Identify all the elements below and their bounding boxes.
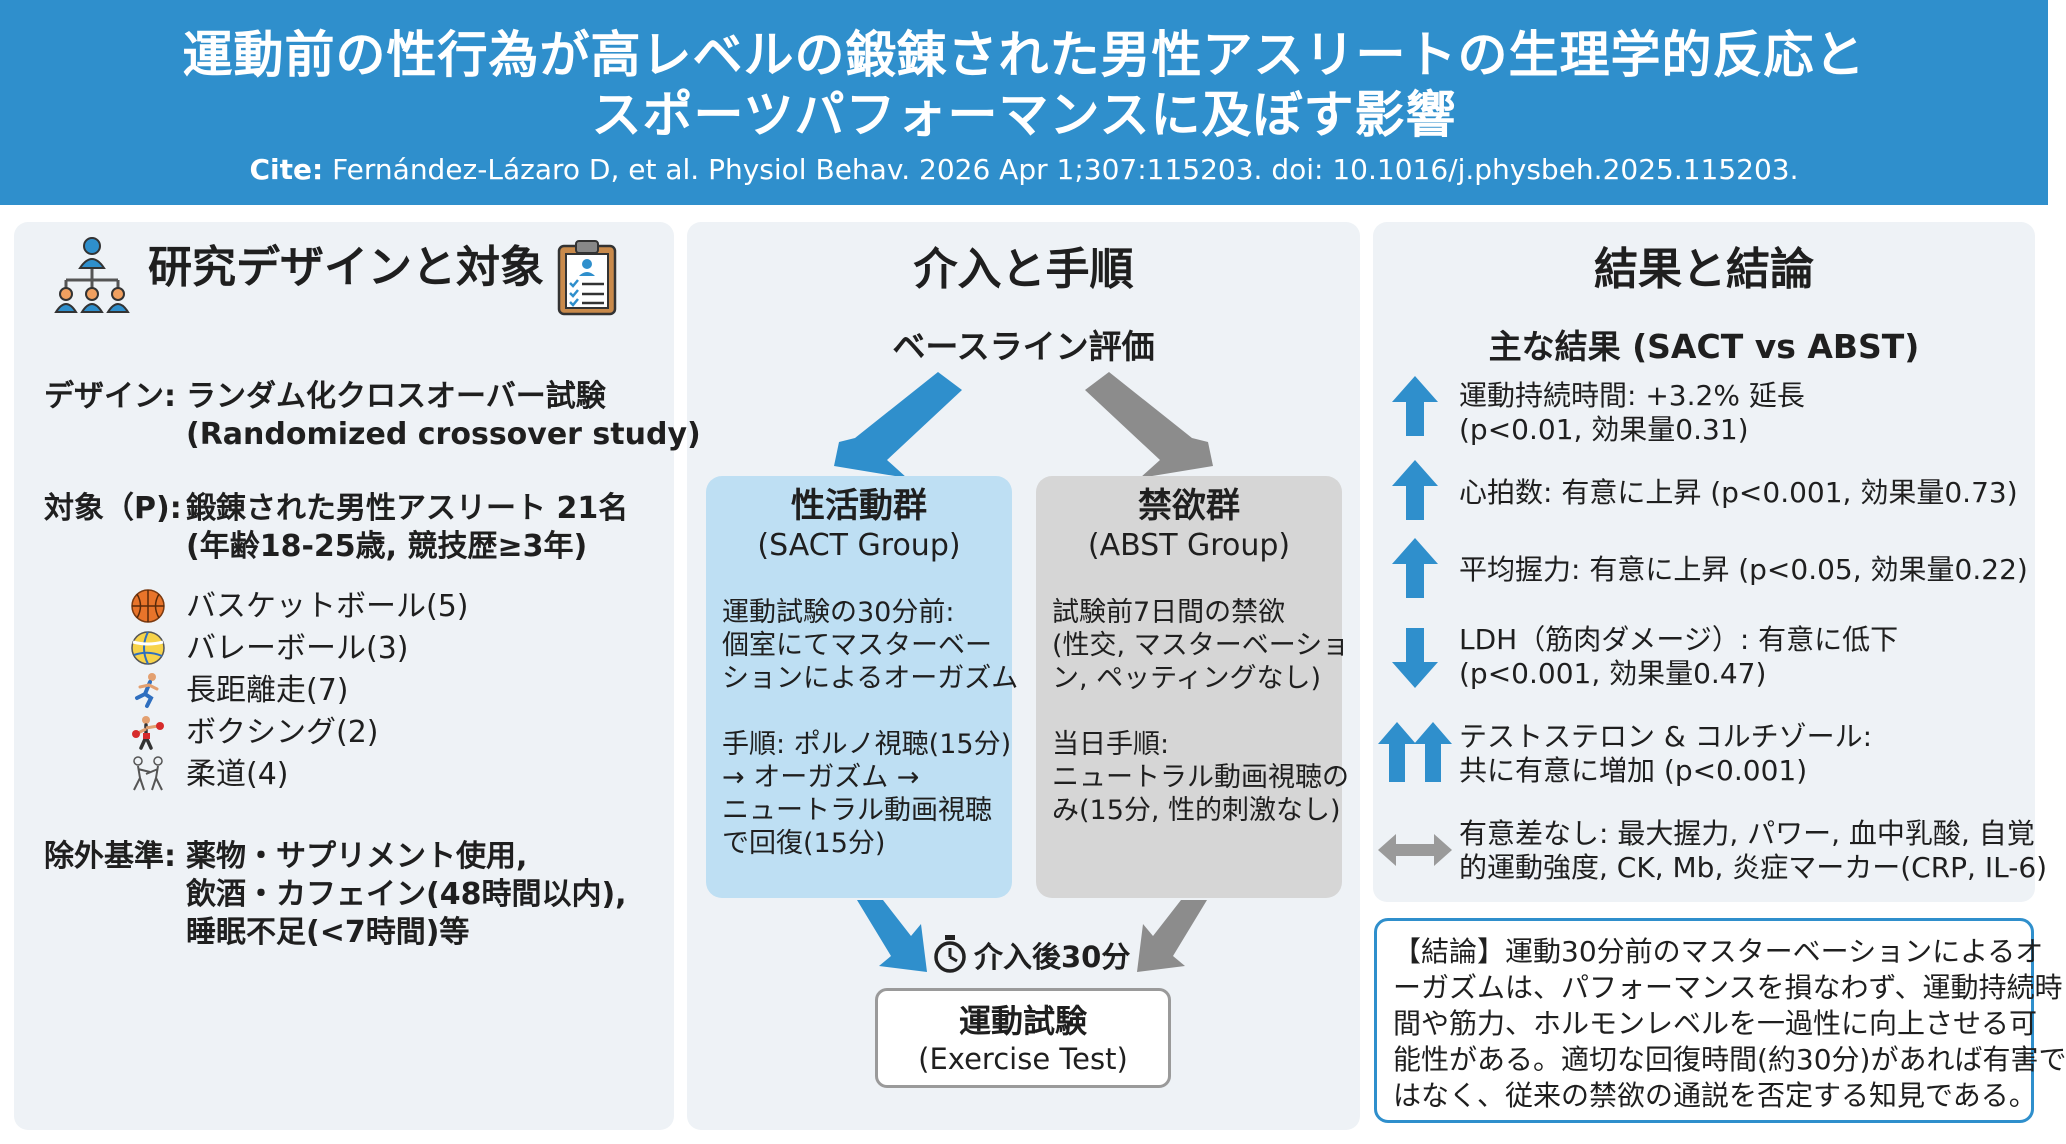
abst-body-7: み(15分, 性的刺激なし) (1052, 795, 1341, 826)
conclusion-line-2: ーガズムは、パフォーマンスを損なわず、運動持続時 (1393, 971, 2063, 1004)
exclusion-line-3: 睡眠不足(<7時間)等 (186, 915, 470, 950)
conclusion-box: 【結論】運動30分前のマスターベーションによるオ ーガズムは、パフォーマンスを損… (1374, 918, 2066, 1123)
abst-title: 禁欲群 (1138, 486, 1240, 526)
arrow-up-icon (1392, 376, 1438, 436)
clipboard-icon (557, 240, 617, 316)
arrow-up-icon (1392, 460, 1438, 520)
volleyball-icon (131, 631, 165, 665)
conclusion-line-5: はなく、従来の禁欲の通説を否定する知見である。 (1393, 1079, 2037, 1112)
exercise-title: 運動試験 (958, 1002, 1087, 1040)
stopwatch-icon (934, 935, 966, 973)
design-value-ja: ランダム化クロスオーバー試験 (186, 379, 606, 414)
cite-label: Cite: (249, 153, 324, 186)
result-2-line-1: 心拍数: 有意に上昇 (p<0.001, 効果量0.73) (1459, 476, 2018, 509)
citation: Cite: Fernández-Lázaro D, et al. Physiol… (0, 152, 2048, 188)
sport-volleyball: バレーボール(3) (186, 631, 409, 666)
exercise-subtitle: (Exercise Test) (918, 1042, 1128, 1076)
blue-arrow-to-exercise (857, 900, 927, 972)
sact-body-6: → オーガズム → (722, 762, 920, 793)
result-5-line-1: テストステロン & コルチゾール: (1459, 720, 1873, 753)
design-label: デザイン: (44, 379, 176, 414)
boxing-icon (132, 716, 164, 750)
abst-body-3: ン, ペッティングなし) (1052, 663, 1322, 694)
conclusion-line-3: 間や筋力、ホルモンレベルを一過性に向上させる可 (1393, 1007, 2038, 1040)
double-arrow-icon (1378, 834, 1452, 866)
title-line-2: スポーツパフォーマンスに及ぼす影響 (591, 86, 1457, 144)
sport-judo: 柔道(4) (186, 757, 289, 792)
arrow-up-icon (1392, 538, 1438, 598)
sact-subtitle: (SACT Group) (757, 528, 961, 563)
exclusion-line-2: 飲酒・カフェイン(48時間以内), (186, 877, 627, 912)
arrow-up-icon (1378, 722, 1416, 782)
sact-body-2: 個室にてマスターベー (722, 630, 992, 661)
exclusion-label: 除外基準: (44, 839, 176, 874)
subjects-label: 対象（P): (44, 491, 182, 526)
abst-body-6: ニュートラル動画視聴の (1052, 762, 1349, 793)
results-panel-title: 結果と結論 (1594, 244, 1814, 295)
results-panel (1373, 222, 2035, 902)
sact-body-8: で回復(15分) (722, 828, 886, 859)
conclusion-line-1: 【結論】運動30分前のマスターベーションによるオ (1393, 935, 2044, 968)
title-line-1: 運動前の性行為が高レベルの鍛錬された男性アスリートの生理学的反応と (182, 26, 1866, 84)
result-6-line-2: 的運動強度, CK, Mb, 炎症マーカー(CRP, IL-6) (1459, 851, 2048, 884)
results-subtitle: 主な結果 (SACT vs ABST) (1488, 327, 1920, 366)
result-5-line-2: 共に有意に増加 (p<0.001) (1459, 754, 1808, 787)
sact-body-1: 運動試験の30分前: (722, 597, 955, 628)
result-arrows (1378, 376, 1452, 866)
subjects-detail: (年齢18-25歳, 競技歴≥3年) (186, 529, 588, 564)
result-1-line-1: 運動持続時間: +3.2% 延長 (1459, 379, 1805, 412)
sport-running: 長距離走(7) (186, 673, 349, 708)
gray-arrow-down-right (1085, 372, 1213, 478)
arrow-down-icon (1392, 628, 1438, 688)
abst-body-2: (性交, マスターベーショ (1052, 630, 1350, 661)
cite-text: Fernández-Lázaro D, et al. Physiol Behav… (323, 153, 1799, 186)
procedure-panel-title: 介入と手順 (913, 244, 1134, 295)
abst-body-1: 試験前7日間の禁欲 (1052, 597, 1286, 628)
study-group-icon (54, 237, 130, 313)
blue-arrow-down-left (834, 372, 962, 478)
sact-body-3: ションによるオーガズム (722, 663, 1019, 694)
timer-label: 介入後30分 (974, 940, 1131, 974)
sport-basketball: バスケットボール(5) (186, 589, 469, 624)
subjects-value: 鍛錬された男性アスリート 21名 (186, 491, 629, 526)
abst-group-box: 禁欲群 (ABST Group) 試験前7日間の禁欲 (性交, マスターベーショ… (1036, 476, 1349, 898)
sport-boxing: ボクシング(2) (186, 715, 379, 750)
result-6-line-1: 有意差なし: 最大握力, パワー, 血中乳酸, 自覚 (1459, 817, 2035, 850)
exercise-test-box: 運動試験 (Exercise Test) (875, 988, 1171, 1088)
flow-arrows (834, 372, 1213, 972)
sact-body-5: 手順: ポルノ視聴(15分) (722, 729, 1012, 760)
result-3-line-1: 平均握力: 有意に上昇 (p<0.05, 効果量0.22) (1459, 553, 2028, 586)
arrow-up-icon (1414, 722, 1452, 782)
conclusion-line-4: 能性がある。適切な回復時間(約30分)があれば有害で (1393, 1043, 2066, 1076)
judo-icon (133, 756, 163, 791)
header-banner: 運動前の性行為が高レベルの鍛錬された男性アスリートの生理学的反応と スポーツパフ… (0, 0, 2048, 205)
sact-title: 性活動群 (791, 486, 927, 526)
gray-arrow-to-exercise (1137, 900, 1207, 972)
sact-body-7: ニュートラル動画視聴 (722, 795, 992, 826)
exclusion-line-1: 薬物・サプリメント使用, (186, 839, 528, 874)
result-4-line-2: (p<0.001, 効果量0.47) (1459, 657, 1767, 690)
abst-subtitle: (ABST Group) (1087, 528, 1291, 563)
result-4-line-1: LDH（筋肉ダメージ）: 有意に低下 (1459, 623, 1899, 656)
sact-group-box: 性活動群 (SACT Group) 運動試験の30分前: 個室にてマスターベー … (706, 476, 1018, 898)
design-panel (14, 222, 674, 1130)
runner-icon (135, 673, 159, 708)
design-value-en: (Randomized crossover study) (186, 417, 701, 452)
baseline-label: ベースライン評価 (892, 327, 1155, 366)
design-panel-title: 研究デザインと対象 (148, 242, 544, 293)
result-1-line-2: (p<0.01, 効果量0.31) (1459, 413, 1749, 446)
basketball-icon (131, 589, 165, 623)
abst-body-5: 当日手順: (1052, 729, 1170, 760)
